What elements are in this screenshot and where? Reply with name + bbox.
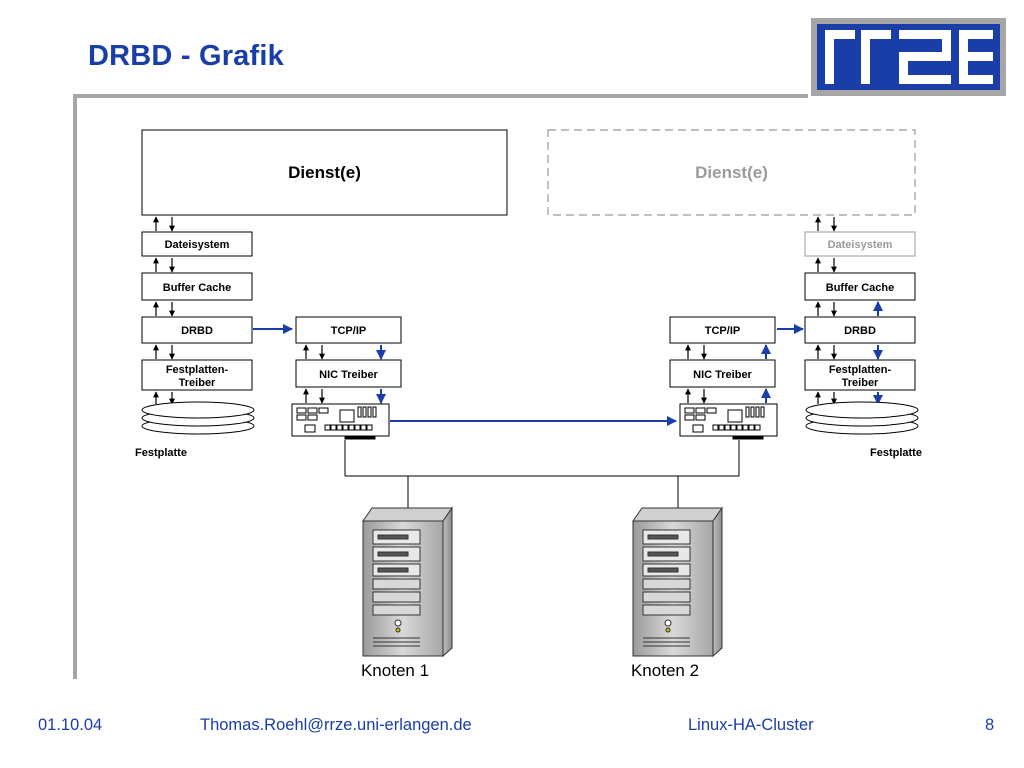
node2-buffer-cache-label: Buffer Cache xyxy=(826,282,894,294)
footer-email: Thomas.Roehl@rrze.uni-erlangen.de xyxy=(200,716,472,734)
node2-tcpip-label: TCP/IP xyxy=(705,325,740,337)
node1-tcpip-box xyxy=(295,316,402,344)
side-rule xyxy=(73,94,77,679)
node1-buffer-cache-box xyxy=(141,272,253,301)
node2-disk-driver-label-1: Festplatten- xyxy=(829,364,892,376)
footer-page-number: 8 xyxy=(985,716,995,734)
server-icon-node1 xyxy=(362,506,453,658)
server-label-node1: Knoten 1 xyxy=(361,661,429,680)
node1-disk-driver-label-2: Treiber xyxy=(179,377,216,389)
node1-disk-driver-label-1: Festplatten- xyxy=(166,364,229,376)
node1-drbd-box xyxy=(141,316,253,344)
server-icon-node2 xyxy=(632,506,723,658)
node2-service-label: Dienst(e) xyxy=(695,163,768,182)
network-bus xyxy=(344,440,740,508)
node2-disk-driver-label-2: Treiber xyxy=(842,377,879,389)
node2-filesystem-label: Dateisystem xyxy=(828,239,893,251)
node1-filesystem-label: Dateisystem xyxy=(165,239,230,251)
footer-topic: Linux-HA-Cluster xyxy=(688,716,814,734)
node1-nic-driver-box xyxy=(295,359,402,388)
node2-filesystem-box xyxy=(804,231,916,257)
node2-stack: Dienst(e) Dateisystem Buffer Cache DRBD … xyxy=(547,129,922,459)
node2-disk-icon xyxy=(805,401,919,435)
node1-drbd-label: DRBD xyxy=(181,325,213,337)
node2-service-box xyxy=(547,129,916,216)
node2-nic-card-icon xyxy=(679,403,778,440)
node1-disk-driver-box xyxy=(141,359,253,391)
node2-drbd-box xyxy=(804,316,916,344)
node1-service-label: Dienst(e) xyxy=(288,163,361,182)
node1-disk-label: Festplatte xyxy=(135,447,187,459)
node1-service-box xyxy=(141,129,508,216)
node2-nic-driver-label: NIC Treiber xyxy=(693,369,752,381)
node1-buffer-cache-label: Buffer Cache xyxy=(163,282,231,294)
footer-date: 01.10.04 xyxy=(38,716,103,734)
node2-drbd-label: DRBD xyxy=(844,325,876,337)
node2-disk-label: Festplatte xyxy=(870,447,922,459)
node1-stack: Dienst(e) Dateisystem Buffer Cache DRBD … xyxy=(135,129,508,459)
node1-nic-driver-label: NIC Treiber xyxy=(319,369,378,381)
node1-disk-icon xyxy=(141,401,255,435)
node1-filesystem-box xyxy=(141,231,253,257)
node2-tcpip-box xyxy=(669,316,776,344)
server-label-node2: Knoten 2 xyxy=(631,661,699,680)
node1-tcpip-label: TCP/IP xyxy=(331,325,366,337)
header-rule xyxy=(73,94,808,98)
node2-buffer-cache-box xyxy=(804,272,916,301)
rrze-logo xyxy=(811,18,1006,96)
page-title: DRBD - Grafik xyxy=(88,40,284,72)
node2-disk-driver-box xyxy=(804,359,916,391)
node1-nic-card-icon xyxy=(291,403,390,440)
node2-nic-driver-box xyxy=(669,359,776,388)
